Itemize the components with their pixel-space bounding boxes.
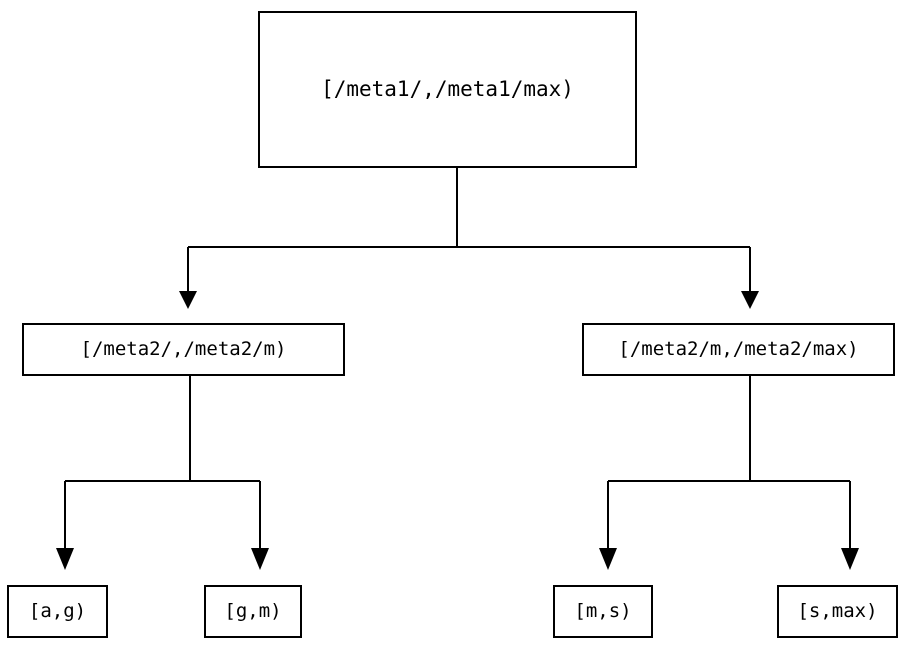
tree-leaf-g-m-label: [g,m): [224, 600, 282, 622]
tree-node-root-label: [/meta1/,/meta1/max): [321, 77, 574, 101]
tree-leaf-a-g-label: [a,g): [28, 600, 87, 622]
tree-node-meta2-low[interactable]: [/meta2/,/meta2/m): [22, 323, 345, 376]
arrowhead-to-meta2-high: [741, 291, 759, 309]
tree-node-meta2-high-label: [/meta2/m,/meta2/max): [618, 338, 859, 360]
tree-leaf-g-m[interactable]: [g,m): [204, 585, 302, 638]
arrowhead-to-leaf-smax: [841, 548, 859, 570]
arrowhead-to-leaf-gm: [251, 548, 269, 570]
tree-leaf-m-s[interactable]: [m,s): [553, 585, 653, 638]
tree-node-meta2-high[interactable]: [/meta2/m,/meta2/max): [582, 323, 895, 376]
tree-leaf-s-max-label: [s,max): [797, 600, 878, 622]
tree-node-meta2-low-label: [/meta2/,/meta2/m): [80, 338, 287, 360]
tree-node-root[interactable]: [/meta1/,/meta1/max): [258, 11, 637, 168]
arrowhead-to-leaf-ms: [599, 548, 617, 570]
arrowhead-to-leaf-ag: [56, 548, 74, 570]
arrowhead-to-meta2-low: [179, 291, 197, 309]
tree-leaf-a-g[interactable]: [a,g): [7, 585, 108, 638]
tree-leaf-m-s-label: [m,s): [574, 600, 632, 622]
tree-leaf-s-max[interactable]: [s,max): [777, 585, 898, 638]
